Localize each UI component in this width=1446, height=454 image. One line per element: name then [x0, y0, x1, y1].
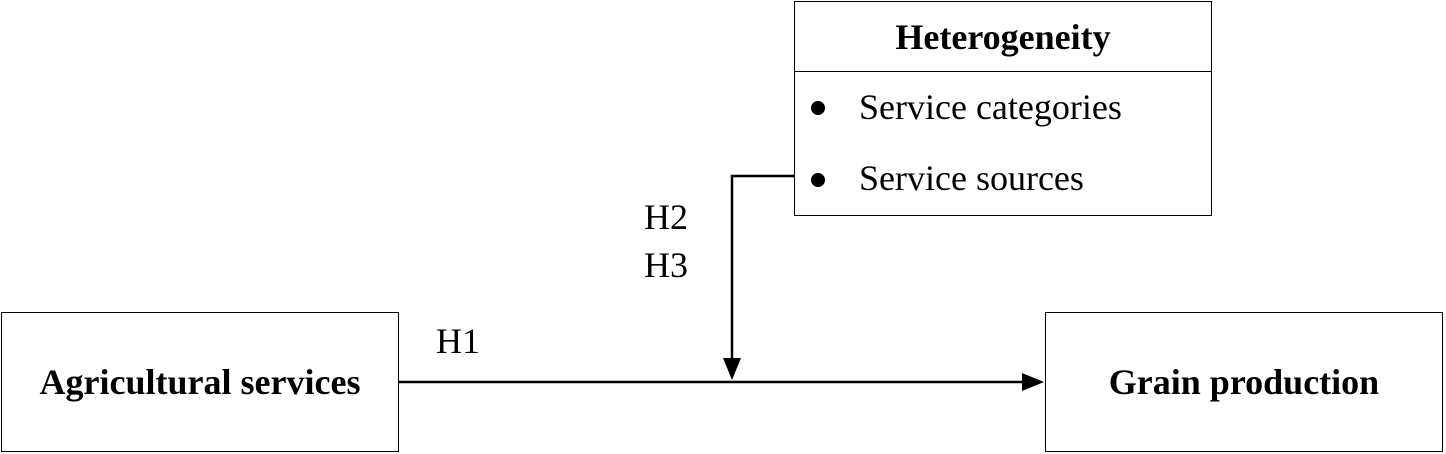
service-sources-label: Service sources	[859, 158, 1084, 198]
grain-production-label: Grain production	[1108, 362, 1380, 402]
agricultural-services-label: Agricultural services	[39, 362, 361, 402]
hypothesis-h1-label: H1	[436, 321, 480, 361]
service-categories-label: Service categories	[859, 87, 1122, 127]
moderation-arrowhead	[723, 358, 741, 380]
grain-production-box: Grain production	[1045, 312, 1443, 452]
agricultural-services-box: Agricultural services	[1, 312, 399, 452]
heterogeneity-box: Heterogeneity Service categories Service…	[794, 1, 1212, 216]
bullet-icon	[811, 173, 825, 187]
hypothesis-h2-label: H2	[644, 197, 688, 237]
moderation-arrow	[730, 174, 796, 360]
main-effect-arrowhead	[1022, 373, 1044, 391]
bullet-icon	[811, 101, 825, 115]
hypothesis-h3-label: H3	[644, 245, 688, 285]
heterogeneity-title: Heterogeneity	[795, 2, 1211, 72]
